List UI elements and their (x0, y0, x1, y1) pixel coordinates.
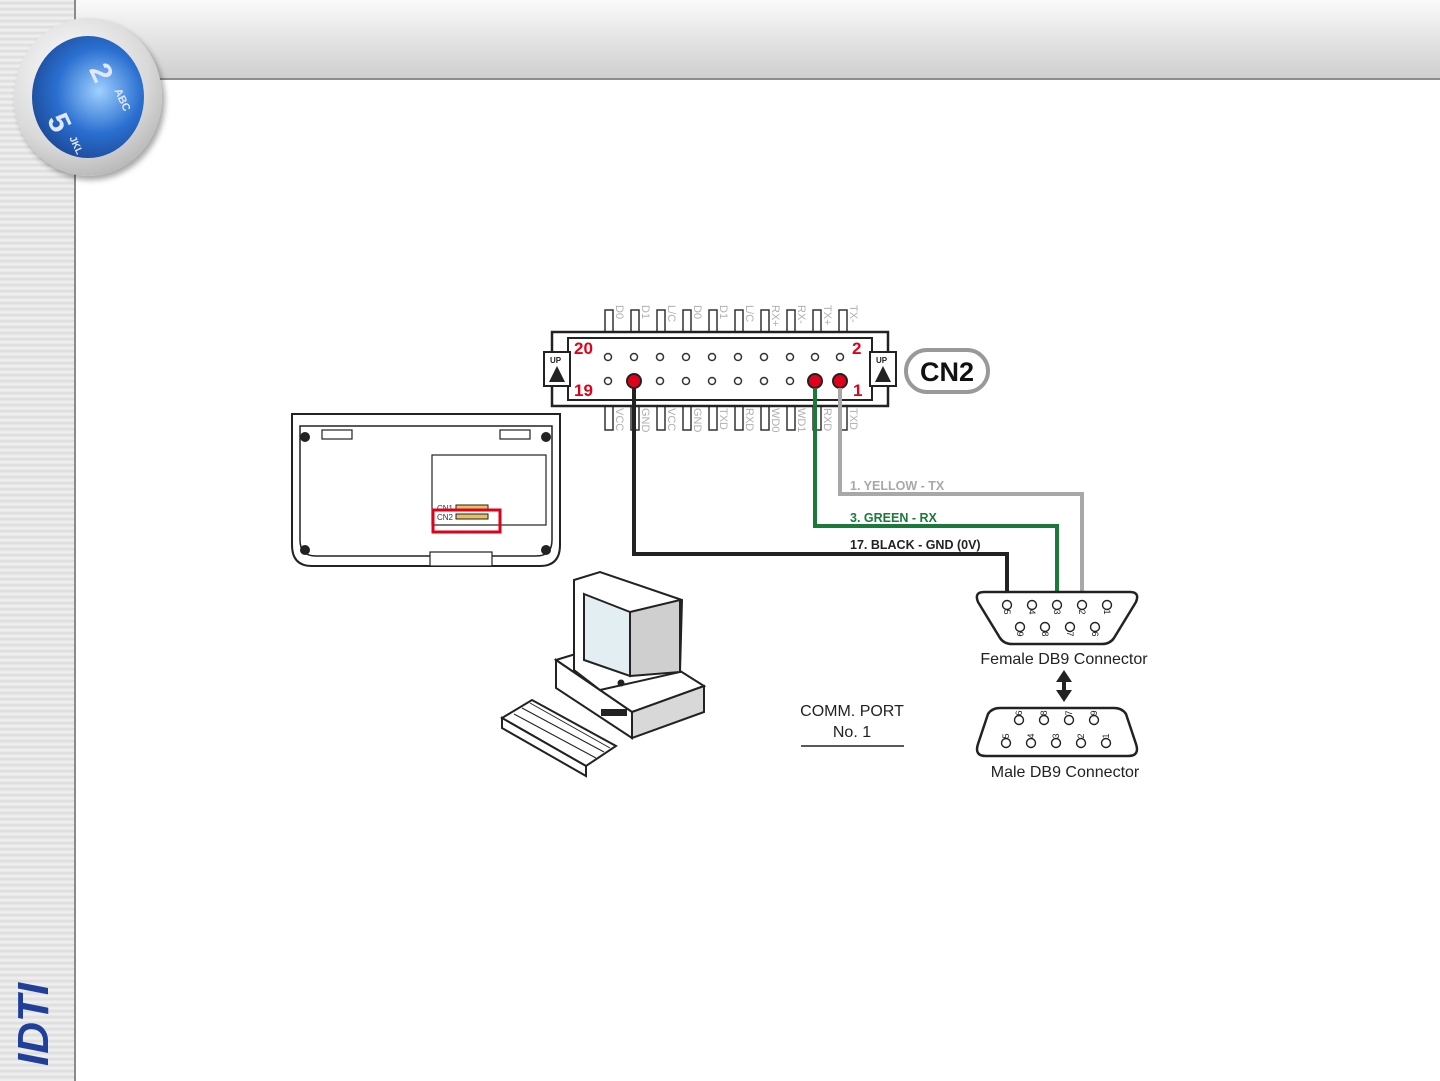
top-pin-label: D0 (691, 305, 703, 319)
pin-number-19: 19 (574, 381, 593, 400)
cn2-title: CN2 (920, 357, 974, 387)
male-pin: 2 (1076, 733, 1086, 738)
female-pin: 9 (1015, 631, 1025, 636)
bottom-pin-label: VCC (665, 408, 677, 431)
female-pin: 4 (1027, 609, 1037, 614)
double-arrow-icon (1056, 670, 1072, 702)
computer-icon (502, 572, 704, 776)
female-pin: 8 (1040, 631, 1050, 636)
comm-port-line2: No. 1 (833, 724, 871, 741)
up-label-left: UP (550, 356, 562, 365)
pin-number-1: 1 (853, 381, 862, 400)
female-db9-label: Female DB9 Connector (980, 651, 1148, 668)
reader-device-icon (292, 414, 560, 566)
female-db9-connector-icon (977, 592, 1137, 644)
male-db9-label: Male DB9 Connector (991, 764, 1140, 781)
bottom-pin-label: WD1 (795, 408, 807, 432)
male-pin: 9 (1089, 710, 1099, 715)
female-pin: 1 (1102, 609, 1112, 614)
bottom-pin-label: RXD (821, 408, 833, 431)
top-pin-label: RX+ (769, 305, 781, 327)
male-pin: 8 (1039, 710, 1049, 715)
black-wire-label: 17. BLACK - GND (0V) (850, 538, 981, 552)
male-pin: 3 (1051, 733, 1061, 738)
top-pin-label: TX- (847, 305, 859, 323)
male-pin: 4 (1026, 733, 1036, 738)
up-label-right: UP (876, 356, 888, 365)
bottom-pin-label: WD0 (769, 408, 781, 432)
bottom-pin-label: GND (639, 408, 651, 433)
green-wire-label: 3. GREEN - RX (850, 511, 937, 525)
pin-number-2: 2 (852, 339, 861, 358)
top-pin-label: TX+ (821, 305, 833, 325)
yellow-tx-wire (840, 388, 1082, 604)
male-pin: 7 (1064, 710, 1074, 715)
comm-port-line1: COMM. PORT (800, 703, 904, 720)
top-pin-label: D1 (717, 305, 729, 319)
bottom-pin-label: RXD (743, 408, 755, 431)
top-pin-label: L/C (665, 305, 677, 322)
female-pin: 5 (1002, 609, 1012, 614)
male-pin: 1 (1101, 733, 1111, 738)
yellow-wire-label: 1. YELLOW - TX (850, 479, 945, 493)
top-pin-label: RX- (795, 305, 807, 324)
bottom-pin-label: TXD (717, 408, 729, 430)
device-cn2-label: CN2 (437, 513, 454, 522)
bottom-pin-label: VCC (613, 408, 625, 431)
top-pin-label: L/C (743, 305, 755, 322)
male-pin: 6 (1014, 710, 1024, 715)
male-db9-connector-icon (977, 708, 1137, 756)
male-pin: 5 (1001, 733, 1011, 738)
bottom-pin-label: TXD (847, 408, 859, 430)
pin-number-20: 20 (574, 339, 593, 358)
bottom-pin-label: GND (691, 408, 703, 433)
top-pin-label: D1 (639, 305, 651, 319)
top-pin-label: D0 (613, 305, 625, 319)
female-pin: 3 (1052, 609, 1062, 614)
female-pin: 6 (1090, 631, 1100, 636)
female-pin: 2 (1077, 609, 1087, 614)
female-pin: 7 (1065, 631, 1075, 636)
